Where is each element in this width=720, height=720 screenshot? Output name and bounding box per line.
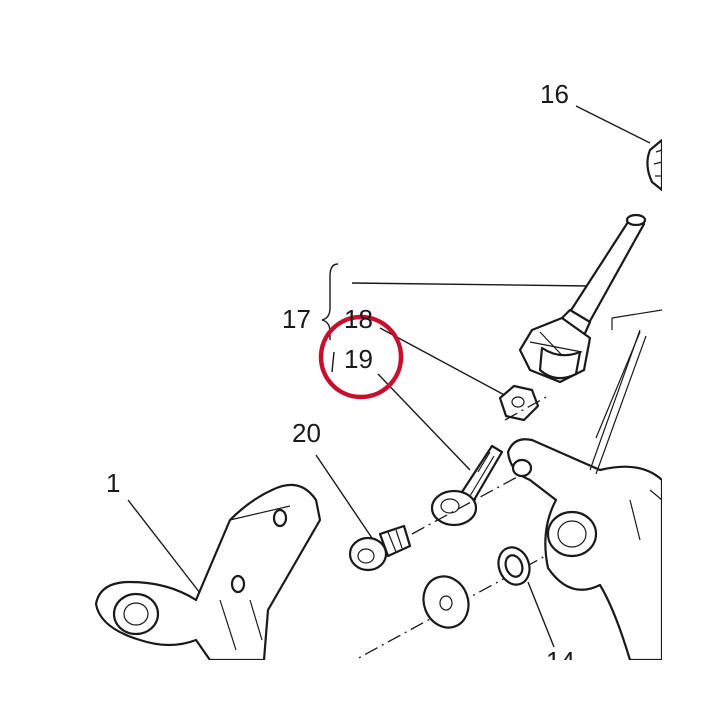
callout-labels: 16 17 18 19 20 1 14 [106, 79, 575, 676]
leader-14 [527, 581, 555, 648]
callout-18: 18 [344, 304, 373, 334]
part-18-nut [498, 384, 540, 422]
leader-18 [379, 327, 511, 399]
callout-16: 16 [540, 79, 569, 109]
part-14-washers [422, 546, 531, 629]
part-1 [94, 483, 322, 662]
lever-bracket [506, 309, 664, 662]
highlight-circle [318, 314, 404, 400]
leader-20 [315, 454, 377, 545]
leader-19 [377, 373, 471, 471]
part-19-bolt [430, 444, 504, 527]
shaft-assembly [518, 213, 647, 384]
leader-lines [127, 105, 651, 648]
bottom-margin [0, 660, 720, 720]
callout-20: 20 [292, 418, 321, 448]
part-20-screw [348, 524, 412, 572]
callout-17: 17 [282, 304, 311, 334]
callout-1: 1 [106, 468, 120, 498]
callout-19: 19 [344, 344, 373, 374]
leader-1 [127, 499, 201, 594]
leader-17-bracket [351, 282, 591, 287]
right-margin [662, 0, 720, 720]
part-16 [646, 138, 664, 192]
group-17-bracket [321, 263, 339, 373]
leader-16 [575, 105, 651, 144]
